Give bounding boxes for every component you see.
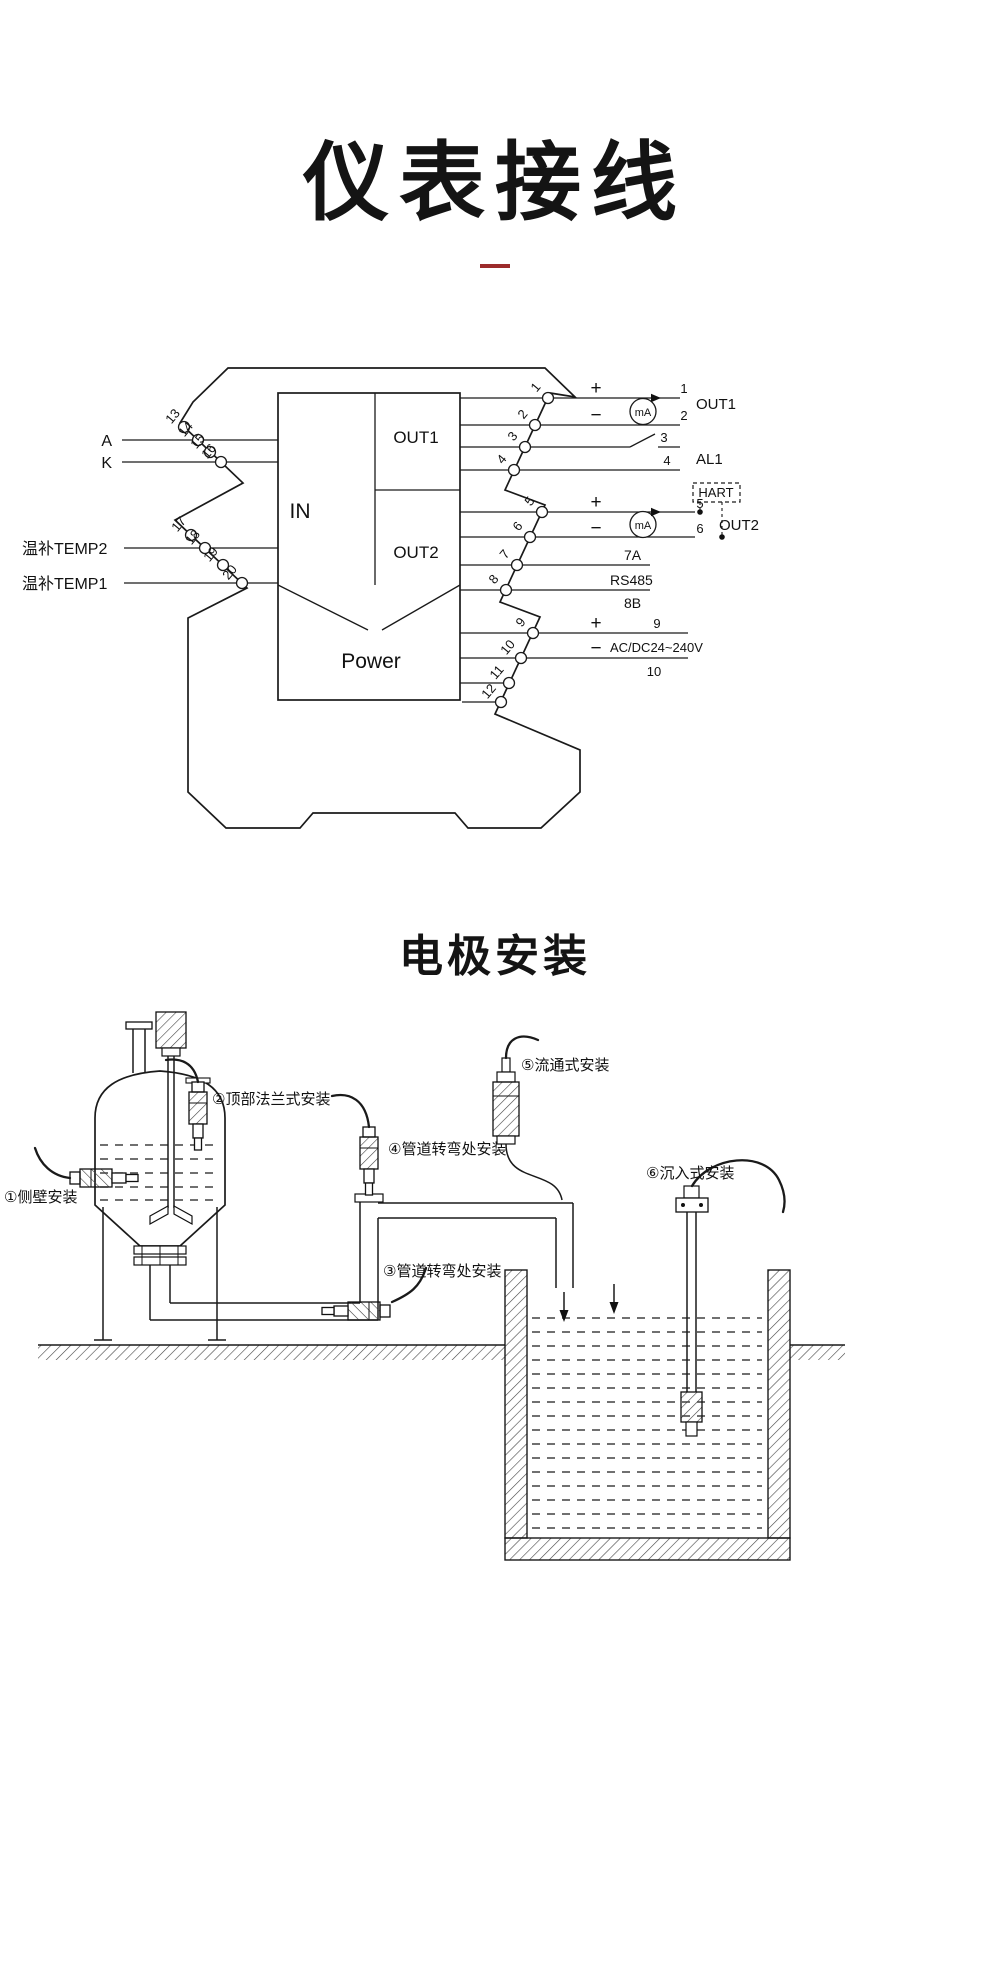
- terminal-3: 3: [504, 429, 520, 444]
- out2-plus-sign: +: [590, 492, 601, 513]
- piping: [149, 1193, 574, 1321]
- hart-tap-dot: [697, 509, 703, 515]
- wire-end-1: 1: [680, 381, 687, 396]
- module-box: IN OUT1 OUT2 Power: [277, 392, 461, 701]
- pit-basin: [504, 1269, 791, 1561]
- electrode-flow-cell: ⑤流通式安装: [492, 1035, 609, 1201]
- module-power-label: Power: [341, 650, 401, 673]
- terminal-6: 6: [509, 519, 525, 534]
- wire-end-10: 10: [647, 664, 661, 679]
- power-minus-sign: −: [590, 638, 601, 659]
- wire-end-9: 9: [653, 616, 660, 631]
- terminal-7: 7: [496, 547, 512, 562]
- left-wires: A K 温补TEMP2 温补TEMP1: [22, 433, 278, 593]
- out1-channel-label: OUT1: [696, 396, 736, 413]
- terminal-12: 12: [478, 681, 499, 702]
- hart-tap-dot: [719, 534, 725, 540]
- wire-end-6: 6: [696, 521, 703, 536]
- out2-current-arrow-icon: [651, 507, 661, 517]
- install-label-4: ④管道转弯处安装: [388, 1141, 506, 1158]
- transmitter-housing: [173, 367, 581, 829]
- module-out1-label: OUT1: [393, 428, 438, 447]
- terminal-8b-label: 8B: [624, 595, 641, 611]
- terminal-4: 4: [493, 452, 509, 467]
- power-supply-label: AC/DC24~240V: [610, 640, 703, 655]
- hart-box: HART: [692, 482, 741, 540]
- wire-end-5: 5: [696, 496, 703, 511]
- terminal-8: 8: [485, 572, 501, 587]
- terminal-9: 9: [512, 615, 528, 630]
- electrode-pipe-bend-lower: ③管道转弯处安装: [321, 1263, 501, 1321]
- install-label-5: ⑤流通式安装: [521, 1057, 609, 1074]
- out2-ma-label: mA: [635, 520, 652, 532]
- wiring-diagram: IN OUT1 OUT2 Power A K 温补TEMP2 温补TEMP1 m…: [22, 367, 759, 829]
- al1-channel-label: AL1: [696, 451, 723, 468]
- terminal-11: 11: [486, 662, 506, 682]
- module-in-label: IN: [290, 500, 311, 523]
- electrode-top-flange: ②顶部法兰式安装: [164, 1058, 330, 1151]
- out1-ma-label: mA: [635, 407, 652, 419]
- module-out2-label: OUT2: [393, 543, 438, 562]
- out1-minus-sign: −: [590, 405, 601, 426]
- install-label-6: ⑥沉入式安装: [646, 1165, 734, 1182]
- electrode-submersion: ⑥沉入式安装: [646, 1159, 786, 1437]
- tank-legs: [94, 1207, 226, 1341]
- input-a-label: A: [101, 433, 112, 450]
- down-arrow-icon: [609, 1302, 619, 1314]
- install-label-3: ③管道转弯处安装: [383, 1263, 501, 1280]
- electrode-install-diagram: ①侧壁安装 ②顶部法兰式安装 ③管道转弯处安装 ④管道转弯处安装: [4, 1011, 845, 1561]
- agitator-motor: [155, 1011, 187, 1049]
- out1-current-arrow-icon: [651, 393, 661, 403]
- out2-ma-meter: mA: [629, 507, 661, 539]
- wiring-section-title: 仪表接线: [303, 135, 687, 231]
- out2-channel-label: OUT2: [719, 517, 759, 534]
- electrode-pipe-bend-riser: ④管道转弯处安装: [330, 1093, 506, 1196]
- temp2-label: 温补TEMP2: [22, 540, 107, 558]
- wire-end-4: 4: [663, 453, 670, 468]
- install-label-1: ①侧壁安装: [4, 1189, 77, 1206]
- out1-plus-sign: +: [590, 378, 601, 399]
- ground: [38, 1344, 845, 1360]
- wire-end-2: 2: [680, 408, 687, 423]
- impeller-blade: [149, 1204, 169, 1226]
- install-label-2: ②顶部法兰式安装: [212, 1091, 330, 1108]
- impeller-blade: [173, 1204, 193, 1226]
- tank: [94, 1011, 226, 1341]
- rs485-label: RS485: [610, 572, 653, 588]
- out2-minus-sign: −: [590, 518, 601, 539]
- tank-liquid: [100, 1144, 220, 1201]
- flow-arrows: [559, 1284, 619, 1322]
- pit-water: [532, 1317, 762, 1529]
- terminal-10: 10: [497, 637, 518, 658]
- terminal-circles: [177, 391, 555, 709]
- terminal-7a-label: 7A: [624, 547, 642, 563]
- temp1-label: 温补TEMP1: [22, 575, 107, 593]
- hart-label: HART: [698, 485, 733, 500]
- agitator-shaft: [167, 1056, 175, 1208]
- terminal-2: 2: [514, 407, 530, 422]
- terminal-1: 1: [527, 380, 543, 395]
- down-arrow-icon: [559, 1310, 569, 1322]
- right-wires: mA mA HART + − + − + −: [460, 378, 759, 703]
- input-k-label: K: [101, 455, 112, 472]
- electrode-sidewall: ①侧壁安装: [4, 1146, 139, 1206]
- title-divider: [480, 264, 510, 268]
- out1-ma-meter: mA: [629, 393, 661, 426]
- install-section-title: 电极安装: [399, 932, 591, 981]
- power-plus-sign: +: [590, 613, 601, 634]
- wire-end-3: 3: [660, 430, 667, 445]
